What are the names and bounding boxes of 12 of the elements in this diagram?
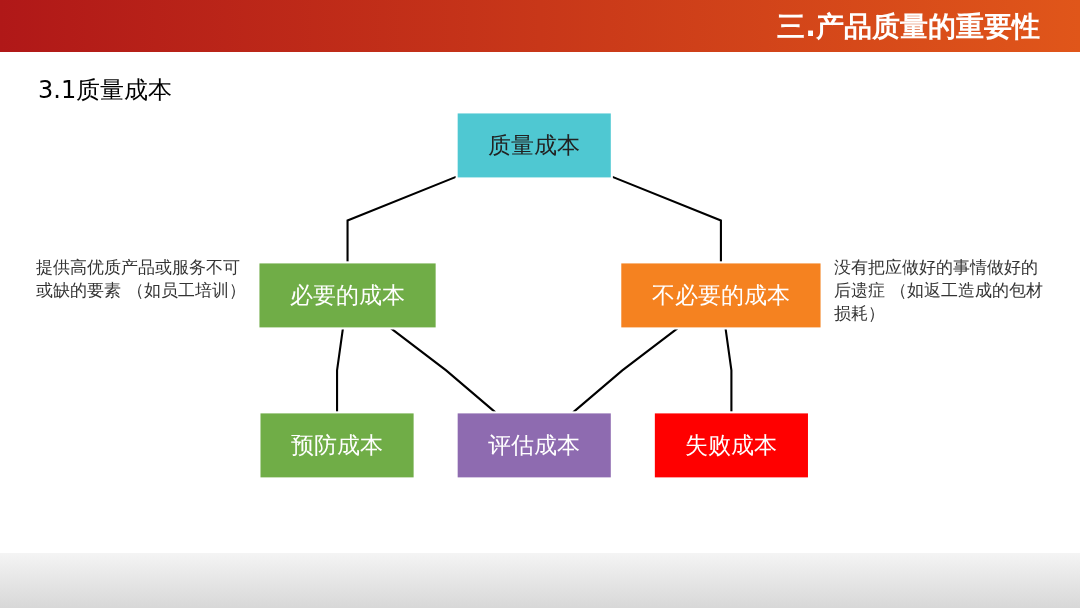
title: 三.产品质量的重要性 (777, 9, 1040, 45)
side-note: 没有把应做好的事情做好的后遗症 （如返工造成的包材损耗） (833, 255, 1044, 325)
node-box: 预防成本 (258, 410, 416, 480)
connector (346, 175, 457, 262)
node-box: 不必要的成本 (619, 260, 823, 330)
section-heading: 3.1质量成本 (38, 75, 173, 106)
node-box: 评估成本 (455, 410, 613, 480)
connector (611, 175, 722, 262)
node-box: 必要的成本 (257, 260, 438, 330)
side-note: 提供高优质产品或服务不可或缺的要素 （如员工培训） (36, 255, 247, 302)
node-box: 失败成本 (652, 410, 811, 480)
node-box: 质量成本 (455, 110, 613, 180)
